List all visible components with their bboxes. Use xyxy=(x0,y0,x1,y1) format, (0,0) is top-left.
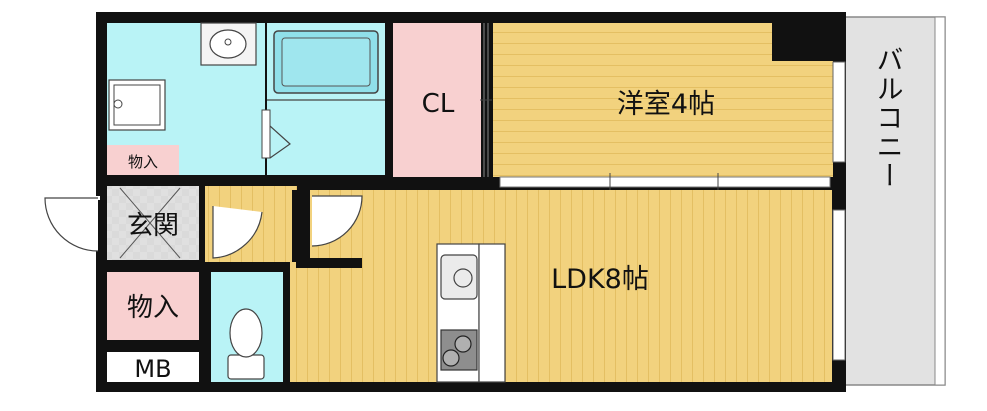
entrance-label: 玄関 xyxy=(127,211,179,241)
ldk-label: LDK8帖 xyxy=(551,264,649,295)
storage-small xyxy=(107,145,179,175)
toilet-icon xyxy=(227,308,265,380)
closet xyxy=(393,23,481,177)
stove-icon xyxy=(440,329,478,371)
storage-large-label: 物入 xyxy=(127,293,179,323)
balcony-label: バルコニー xyxy=(872,46,903,191)
washing-machine-icon xyxy=(108,79,166,131)
hallway-door-icon xyxy=(212,206,263,259)
meter-box-label: MB xyxy=(134,355,171,383)
entrance-door-icon xyxy=(42,196,100,252)
western-room-label: 洋室4帖 xyxy=(617,89,715,120)
ldk xyxy=(290,190,832,382)
meter-box xyxy=(107,352,199,382)
storage-large xyxy=(107,272,199,340)
wash-basin-icon xyxy=(200,22,257,66)
ldk-door-icon xyxy=(311,195,363,247)
sink-icon xyxy=(440,254,478,300)
balcony xyxy=(844,16,946,386)
closet-label: CL xyxy=(422,89,455,119)
storage-small-label: 物入 xyxy=(128,153,158,171)
